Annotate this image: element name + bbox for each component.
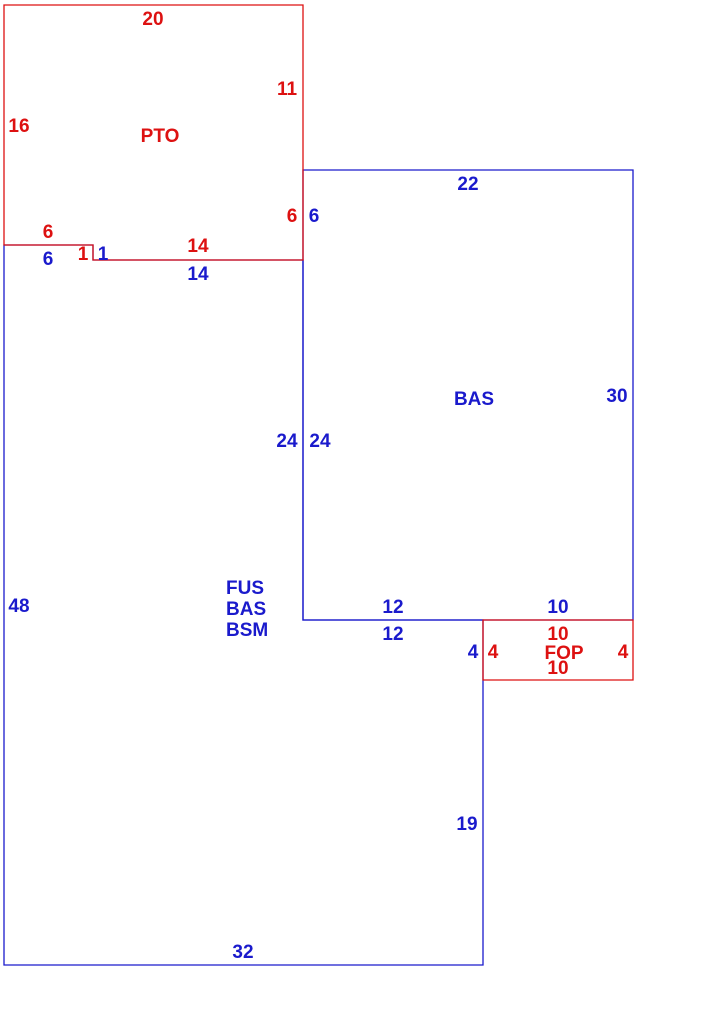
main-dim-step: 1 bbox=[98, 244, 109, 265]
bas-dim-bottom-right: 10 bbox=[547, 597, 568, 618]
fop-dim-right: 4 bbox=[618, 642, 629, 663]
pto-dim-lower-right: 6 bbox=[287, 206, 298, 227]
fop-area-code: FOP bbox=[544, 643, 583, 664]
main-dim-bottom-mid: 12 bbox=[382, 624, 403, 645]
pto-dim-bottom-left: 6 bbox=[43, 222, 54, 243]
main-dim-right: 19 bbox=[456, 814, 477, 835]
main-area-code-2: BAS bbox=[226, 599, 266, 620]
fop-dim-left: 4 bbox=[488, 642, 499, 663]
pto-dim-bottom: 14 bbox=[187, 236, 209, 257]
pto-dim-top: 20 bbox=[142, 9, 163, 30]
pto-outline bbox=[3, 4, 304, 261]
pto-dim-step: 1 bbox=[78, 244, 89, 265]
bas-dim-right: 30 bbox=[606, 386, 627, 407]
main-dim-top-left: 6 bbox=[43, 249, 54, 270]
bas-dim-left-top: 6 bbox=[309, 206, 320, 227]
pto-dim-left: 16 bbox=[8, 116, 29, 137]
main-dim-right-step: 4 bbox=[468, 642, 479, 663]
fop-outline bbox=[482, 619, 634, 681]
bas-area-code: BAS bbox=[454, 389, 494, 410]
main-area-code-1: FUS bbox=[226, 578, 264, 599]
fop-dim-bottom: 10 bbox=[547, 658, 568, 679]
bas-dim-bottom-left: 12 bbox=[382, 597, 403, 618]
pto-area-code: PTO bbox=[141, 126, 180, 147]
main-dim-left: 48 bbox=[8, 596, 29, 617]
main-dim-top: 14 bbox=[187, 264, 209, 285]
pto-dim-right: 11 bbox=[277, 79, 298, 100]
main-area-code-3: BSM bbox=[226, 620, 268, 641]
fop-dim-top: 10 bbox=[547, 624, 568, 645]
bas-dim-top: 22 bbox=[457, 174, 478, 195]
bas-dim-left: 24 bbox=[309, 431, 331, 452]
main-dim-bottom: 32 bbox=[232, 942, 253, 963]
main-dim-right-upper: 24 bbox=[276, 431, 298, 452]
